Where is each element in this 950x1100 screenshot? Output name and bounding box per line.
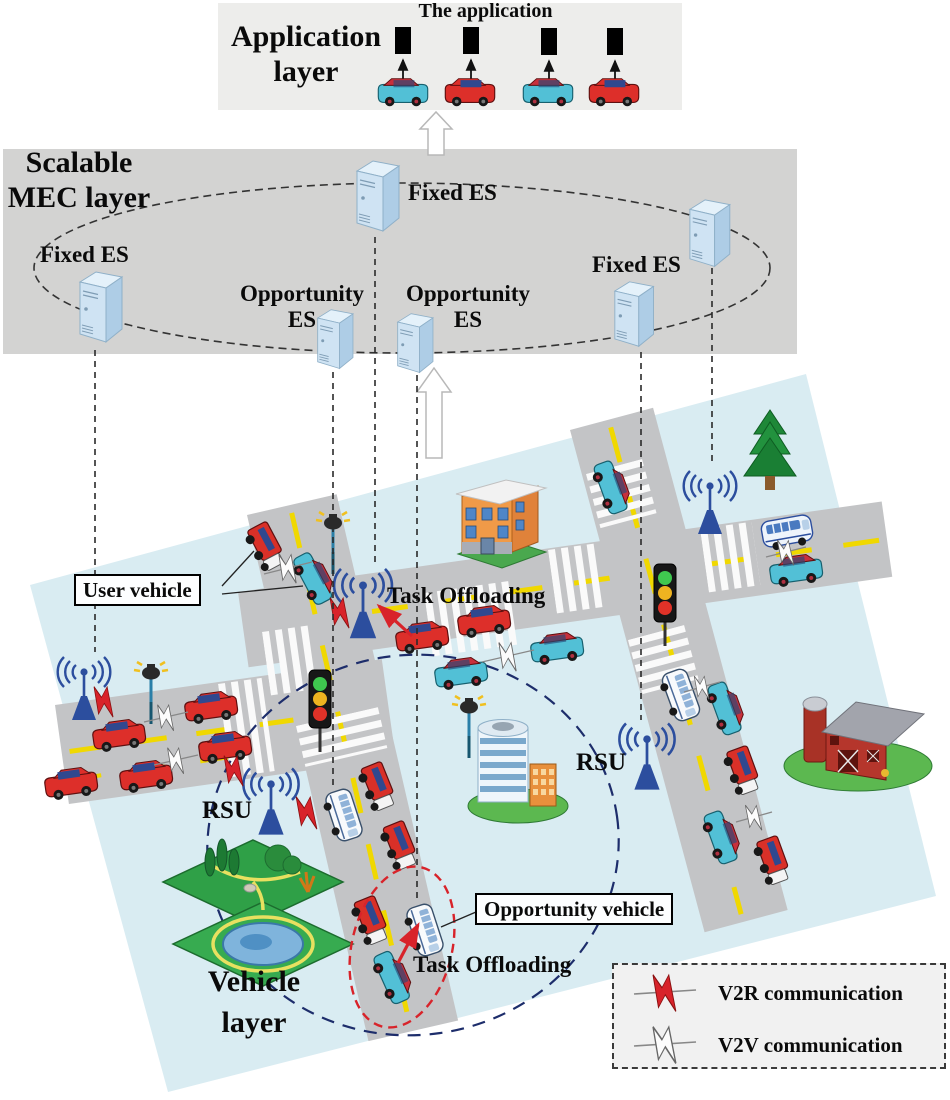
rsu-label: RSU (202, 797, 253, 824)
park-icon (161, 838, 355, 987)
task-offloading-arrow (396, 922, 420, 964)
fixed-es-label: Fixed ES (40, 242, 129, 267)
v2r-label: V2R communication (718, 980, 903, 1005)
legend-row-v2r: V2R communication (630, 973, 903, 1013)
es-association-lines (94, 237, 713, 902)
v2v-lightning-icon (143, 699, 189, 735)
rsu-label: RSU (576, 749, 627, 776)
opportunity-es-line2: ES (287, 307, 317, 333)
v2v-label: V2V communication (718, 1032, 903, 1057)
vehicle-layer-line1: Vehicle (207, 965, 301, 998)
opportunity-es-line1: Opportunity (240, 281, 364, 306)
opportunity-vehicle-circle (348, 865, 456, 1029)
fixed-es-server-icon (689, 199, 731, 267)
office-building-icon (467, 719, 569, 824)
opportunity-es-line2: ES (453, 307, 483, 333)
vehicle-layer-line2: layer (221, 1005, 287, 1039)
apartment-building-icon (455, 479, 548, 569)
up-arrow-icon (418, 110, 454, 156)
task-offloading-label: Task Offloading (413, 952, 572, 977)
fixed-es-server-icon (79, 271, 123, 343)
barn-icon (783, 696, 933, 792)
application-layer-line1: Application (230, 20, 382, 53)
v2v-lightning-icon (633, 1025, 697, 1064)
fixed-es-label: Fixed ES (592, 252, 681, 277)
v2v-lightning-icon (765, 535, 807, 569)
the-application-title: The application (418, 0, 553, 22)
v2v-lightning-icon (153, 742, 199, 778)
legend: V2R communication V2V communication (612, 963, 946, 1069)
up-arrow-icon (415, 366, 453, 459)
opportunity-es-line1: Opportunity (406, 281, 530, 306)
mec-layer-line1: Scalable (25, 146, 133, 179)
application-screens (395, 27, 623, 80)
fixed-es-label: Fixed ES (408, 180, 497, 205)
v2v-lightning-icon (481, 636, 535, 676)
task-offloading-arrow (376, 603, 414, 638)
callout-pointer-lines (221, 550, 477, 928)
fixed-es-server-icon (356, 160, 400, 232)
opportunity-vehicle-callout: Opportunity vehicle (475, 893, 674, 926)
application-layer-line2: layer (273, 54, 339, 88)
legend-row-v2v: V2V communication (630, 1025, 903, 1065)
opportunity-es-label: Opportunity ES (236, 281, 368, 334)
task-offloading-label: Task Offloading (387, 583, 546, 608)
application-layer-label: Application layer (222, 20, 390, 89)
v2r-lightning-icon (633, 973, 697, 1012)
mec-layer-label: Scalable MEC layer (0, 146, 158, 215)
mec-layer-line2: MEC layer (7, 180, 151, 214)
vehicle-layer-label: Vehicle layer (168, 962, 340, 1043)
user-vehicle-callout: User vehicle (74, 574, 201, 607)
v2v-lightning-icon (263, 548, 313, 588)
v2v-lightning-icon (735, 800, 773, 834)
v2v-lightning-icon (683, 671, 721, 703)
opportunity-es-label: Opportunity ES (402, 281, 534, 334)
fixed-es-server-icon (614, 281, 655, 347)
